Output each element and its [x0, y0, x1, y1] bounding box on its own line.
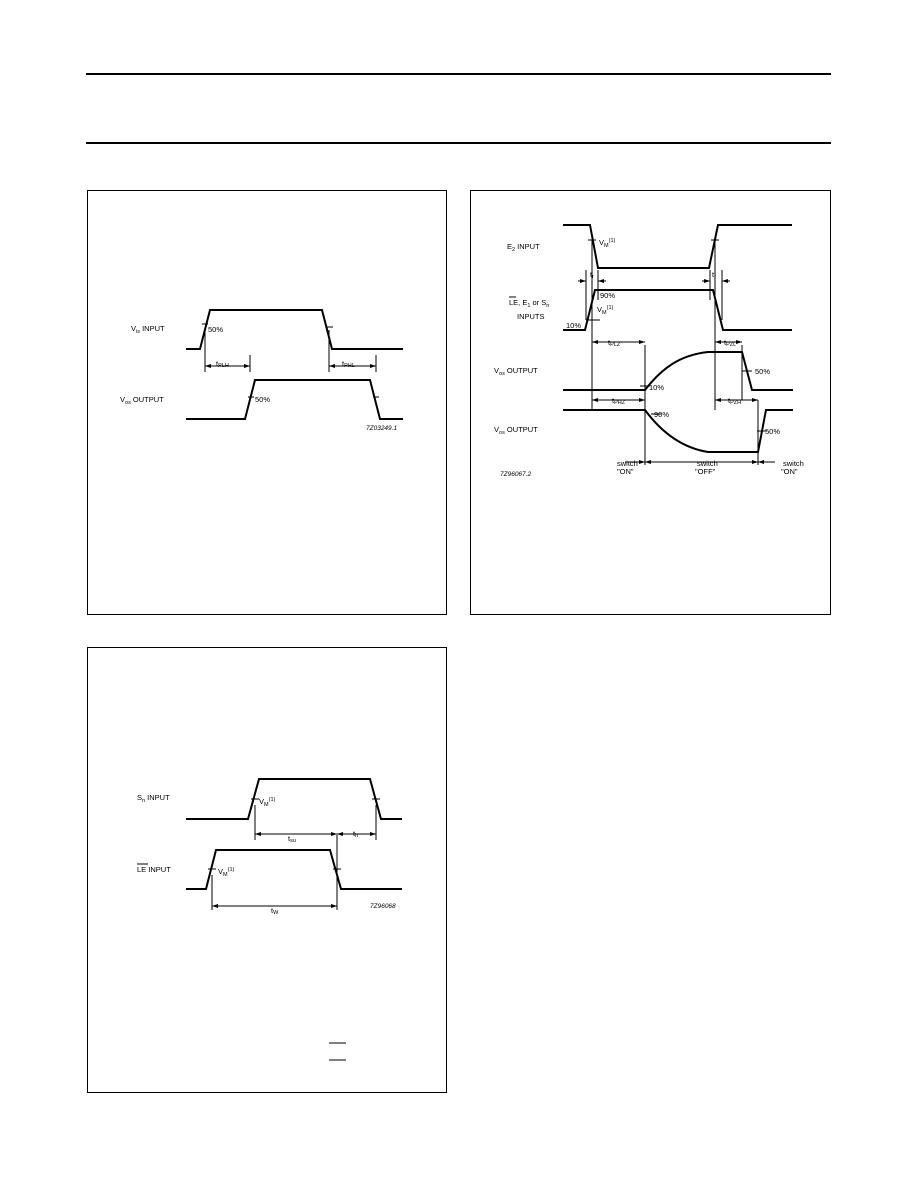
- switch-on-left-2: "ON": [617, 467, 634, 476]
- pct10-inputs-label: 10%: [566, 321, 581, 330]
- tw-label: tW: [271, 906, 279, 916]
- pct90-inputs-label: 90%: [600, 291, 615, 300]
- switch-off-1: switch: [697, 459, 718, 468]
- tpzl-label: tPZL: [724, 338, 736, 348]
- figure-setup-hold-timing: Sn INPUT LE INPUT VM(1) VM(1) tsu th tW …: [87, 647, 447, 1093]
- top-rule: [86, 73, 831, 75]
- figure-code-3: 7Z96068: [370, 903, 396, 910]
- header-rule: [86, 142, 831, 144]
- tsu-label: tsu: [288, 834, 296, 844]
- output-50pct-label: 50%: [255, 395, 270, 404]
- pct50-output-1-label: 50%: [755, 367, 770, 376]
- tphl-label: tPHL: [342, 359, 355, 369]
- switch-on-left-1: switch: [617, 459, 638, 468]
- pct90-output-label: 90%: [654, 410, 669, 419]
- tpzh-label: tPZH: [728, 396, 741, 406]
- vm-label-le: VM(1): [218, 867, 234, 878]
- inputs-label: INPUTS: [517, 312, 545, 321]
- figure-3-state-timing: E2 INPUT VM(1) tr tr LE, E1 or Sn INPUTS…: [470, 190, 831, 615]
- tr-left-label: tr: [590, 270, 594, 280]
- le-e1-sn-waveform: [563, 289, 792, 331]
- sn-input-label: Sn INPUT: [137, 793, 170, 804]
- tplz-label: tPLZ: [608, 338, 621, 348]
- e2-input-waveform: [563, 224, 792, 269]
- input-waveform: [186, 309, 403, 350]
- output-waveform: [186, 379, 403, 420]
- pct10-output-label: 10%: [649, 383, 664, 392]
- figure-propagation-delay: Vis INPUT Vos OUTPUT 50% 50% tPLH tPHL 7…: [87, 190, 447, 615]
- tphz-label: tPHZ: [612, 396, 626, 406]
- switch-off-2: "OFF": [695, 467, 716, 476]
- vo-output-label: Vos OUTPUT: [120, 395, 164, 406]
- pct50-output-2-label: 50%: [765, 427, 780, 436]
- output-high-state-waveform: [563, 409, 793, 453]
- setup-hold-waveform: Sn INPUT LE INPUT VM(1) VM(1) tsu th tW …: [137, 778, 402, 1061]
- vm-label-sn: VM(1): [259, 797, 275, 808]
- vm-label-top: VM(1): [599, 238, 615, 249]
- tr-right-label: tr: [712, 270, 716, 280]
- e2-input-label: E2 INPUT: [507, 242, 540, 253]
- le-input-label: LE INPUT: [137, 865, 171, 874]
- le-input-waveform: [186, 849, 402, 890]
- figure-code-2: 7Z96067.2: [500, 471, 531, 478]
- 3-state-timing-waveform: E2 INPUT VM(1) tr tr LE, E1 or Sn INPUTS…: [494, 224, 804, 478]
- le-e1-sn-label: LE, E1 or Sn: [509, 298, 549, 309]
- output-2-label: Vos OUTPUT: [494, 425, 538, 436]
- input-50pct-label: 50%: [208, 325, 223, 334]
- figure-code-1: 7Z03249.1: [366, 425, 397, 432]
- vm-label-mid: VM(1): [597, 305, 613, 316]
- th-label: th: [353, 829, 358, 839]
- propagation-delay-waveform: Vis INPUT Vos OUTPUT 50% 50% tPLH tPHL 7…: [120, 309, 403, 432]
- switch-on-right-2: "ON": [781, 467, 798, 476]
- tplh-label: tPLH: [216, 359, 229, 369]
- switch-on-right-1: switch: [783, 459, 804, 468]
- output-1-label: Vos OUTPUT: [494, 366, 538, 377]
- vi-input-label: Vis INPUT: [131, 324, 165, 335]
- sn-input-waveform: [186, 778, 402, 820]
